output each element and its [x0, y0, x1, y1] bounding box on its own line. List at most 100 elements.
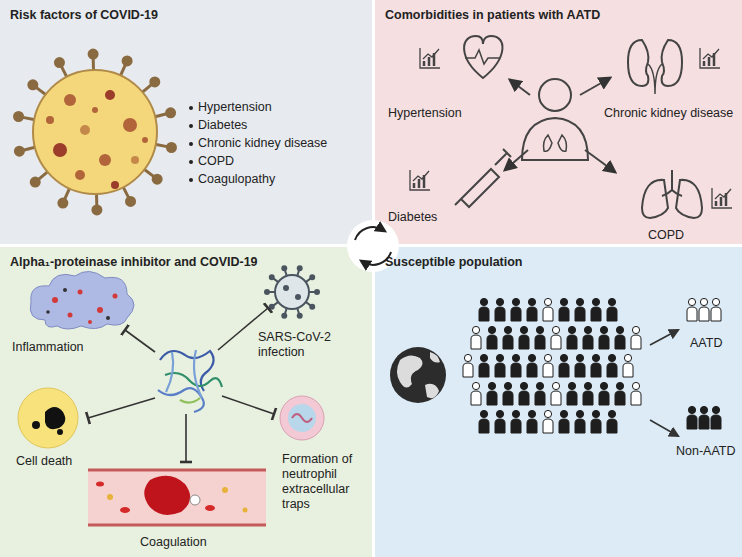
person-head: [472, 326, 479, 333]
panel-title: Comorbidities in patients with AATD: [385, 8, 600, 23]
person-head: [480, 354, 487, 361]
person-head: [528, 354, 535, 361]
virus-spike: [285, 269, 287, 277]
person-body: [511, 363, 521, 377]
bullet-item: Diabetes: [198, 118, 247, 133]
person-head: [608, 298, 615, 305]
item-label: Diabetes: [388, 210, 437, 225]
person-body: [631, 335, 641, 349]
person-head: [512, 410, 519, 417]
person-body: [503, 391, 513, 405]
person-body: [535, 335, 545, 349]
virus-spike-tip: [151, 78, 159, 86]
person-head: [536, 382, 543, 389]
virus-spike-tip: [167, 109, 175, 117]
virus-spike: [153, 113, 169, 117]
person-body: [623, 363, 633, 377]
virus-spike-tip: [282, 314, 286, 318]
person-head: [464, 354, 471, 361]
panel-title: Susceptible population: [385, 255, 523, 270]
virus-spike: [273, 301, 279, 306]
panel-title: Risk factors of COVID-19: [10, 8, 158, 23]
person-body: [583, 391, 593, 405]
person-body: [551, 335, 561, 349]
person-head: [512, 354, 519, 361]
person-body: [495, 307, 505, 321]
virus-spike: [64, 187, 71, 202]
person-body: [551, 391, 561, 405]
person-body: [559, 419, 569, 433]
person-body: [479, 419, 489, 433]
person-body: [487, 335, 497, 349]
person-body: [599, 335, 609, 349]
person-body: [511, 419, 521, 433]
person-head: [608, 354, 615, 361]
virus-spike-tip: [298, 314, 302, 318]
person-head: [600, 382, 607, 389]
bullet-dot: [189, 178, 193, 182]
person-head: [624, 354, 631, 361]
item-label: Non-AATD: [676, 444, 736, 459]
person-head: [528, 298, 535, 305]
person-body: [699, 307, 709, 321]
person-body: [487, 391, 497, 405]
person-head: [712, 406, 719, 413]
virus-spike: [141, 83, 153, 93]
population-panel: Susceptible populationAATDNon-AATD: [375, 247, 742, 557]
person-body: [567, 391, 577, 405]
virus-spike-tip: [167, 143, 175, 151]
person-head: [560, 410, 567, 417]
person-body: [575, 363, 585, 377]
inhibitor-panel: Alpha₁-proteinase inhibitor and COVID-19…: [0, 247, 372, 557]
person-head: [496, 410, 503, 417]
person-body: [479, 307, 489, 321]
virus-spike: [120, 63, 127, 78]
virus-spike-tip: [31, 178, 39, 186]
person-body: [615, 391, 625, 405]
person-body: [699, 415, 709, 429]
virus-spike: [21, 147, 37, 151]
person-head: [584, 382, 591, 389]
person-head: [712, 298, 719, 305]
person-head: [584, 326, 591, 333]
person-head: [632, 326, 639, 333]
person-body: [495, 419, 505, 433]
person-head: [520, 326, 527, 333]
person-body: [631, 391, 641, 405]
person-body: [567, 335, 577, 349]
person-head: [700, 298, 707, 305]
virus-spike-tip: [265, 290, 269, 294]
person-head: [568, 326, 575, 333]
item-label: Hypertension: [388, 106, 462, 121]
person-body: [519, 335, 529, 349]
comorbidity-panel: Comorbidities in patients with AATD Hyper…: [375, 0, 742, 244]
person-body: [559, 307, 569, 321]
person-head: [480, 298, 487, 305]
bullet-item: Coagulopathy: [198, 172, 275, 187]
virus-spike: [37, 171, 49, 181]
person-body: [607, 307, 617, 321]
person-head: [700, 406, 707, 413]
person-head: [616, 382, 623, 389]
risk-panel: Risk factors of COVID-19HypertensionDiab…: [0, 0, 372, 244]
person-body: [519, 391, 529, 405]
person-head: [552, 382, 559, 389]
virus-spike: [154, 144, 170, 147]
person-head: [576, 354, 583, 361]
person-head: [520, 382, 527, 389]
person-head: [632, 382, 639, 389]
person-head: [496, 354, 503, 361]
panel-title: Alpha₁-proteinase inhibitor and COVID-19: [10, 255, 258, 270]
item-label: Inflammation: [12, 340, 84, 355]
item-label: COPD: [648, 228, 684, 243]
bullet-dot: [189, 142, 193, 146]
person-head: [488, 382, 495, 389]
person-head: [480, 410, 487, 417]
person-head: [472, 382, 479, 389]
person-head: [608, 410, 615, 417]
bullet-dot: [189, 124, 193, 128]
person-body: [599, 391, 609, 405]
person-body: [575, 307, 585, 321]
person-body: [543, 307, 553, 321]
person-body: [607, 363, 617, 377]
